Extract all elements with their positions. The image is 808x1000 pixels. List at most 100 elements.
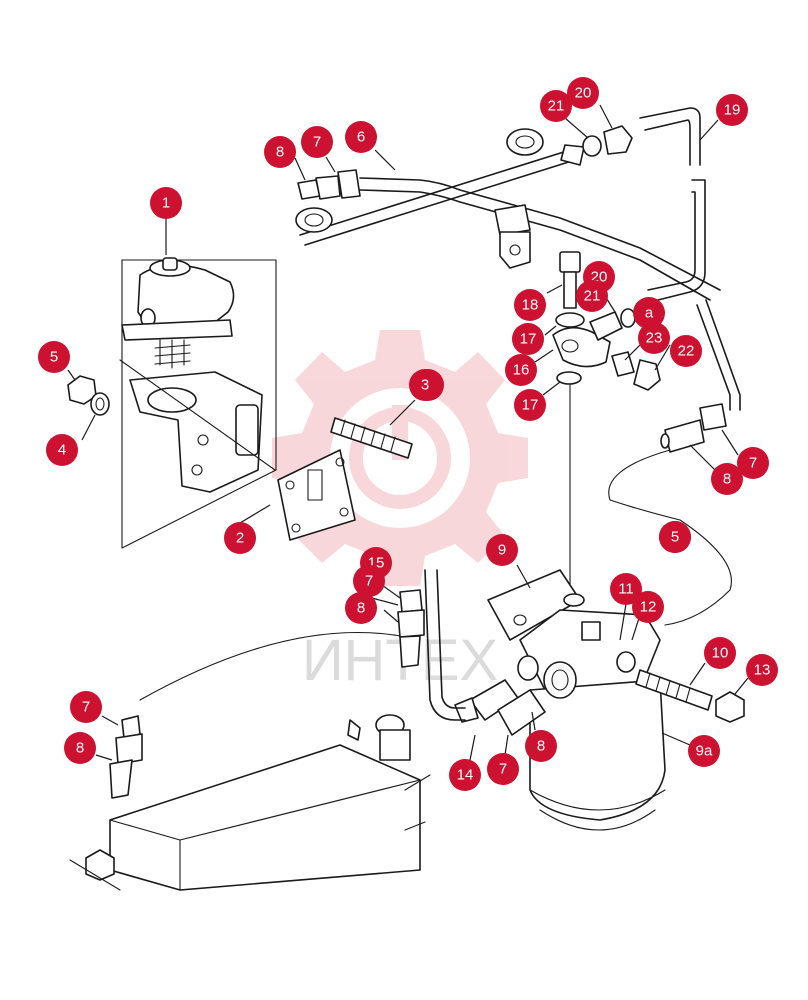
callout-a: a	[633, 297, 665, 329]
callout-label: 8	[723, 471, 731, 488]
callout-1: 1	[150, 187, 182, 219]
callout-label: 8	[276, 144, 284, 161]
callout-badge	[449, 759, 481, 791]
callout-badge	[150, 187, 182, 219]
callout-badge	[525, 730, 557, 762]
callout-label: 17	[522, 397, 539, 414]
callout-badge	[409, 369, 441, 401]
callout-label: 12	[640, 599, 657, 616]
callout-label: 7	[82, 699, 90, 716]
callout-7: 7	[353, 565, 385, 597]
return-pipe	[639, 107, 741, 411]
callout-label: 21	[548, 98, 565, 115]
callout-19: 19	[716, 94, 748, 126]
callout-6: 6	[345, 121, 377, 153]
callout-label: 10	[712, 645, 729, 662]
callout-23: 23	[638, 322, 670, 354]
callout-badge	[264, 136, 296, 168]
stud	[330, 417, 413, 459]
callouts: 12345678531920212021a1817161723227859157…	[38, 77, 778, 791]
callout-badge	[688, 735, 720, 767]
callout-label: 8	[76, 740, 84, 757]
callout-label: 2	[236, 530, 244, 547]
callout-badge	[746, 654, 778, 686]
callout-11: 11	[610, 573, 642, 605]
callout-badge	[670, 335, 702, 367]
connection-lines	[119, 359, 732, 626]
callout-label: 3	[421, 377, 429, 394]
callout-label: 21	[584, 288, 601, 305]
callout-label: 13	[754, 662, 771, 679]
callout-label: a	[645, 305, 654, 322]
callout-17: 17	[512, 323, 544, 355]
callout-label: 9a	[696, 743, 713, 760]
callout-label: 18	[522, 297, 539, 314]
callout-badge	[704, 637, 736, 669]
callout-9a: 9a	[688, 735, 720, 767]
callout-label: 6	[357, 129, 365, 146]
callout-label: 7	[365, 573, 373, 590]
fuel-pipes-top	[295, 128, 721, 301]
callout-21: 21	[540, 90, 572, 122]
callout-label: 5	[50, 349, 58, 366]
callout-badge	[486, 534, 518, 566]
callout-10: 10	[704, 637, 736, 669]
callout-badge	[540, 90, 572, 122]
callout-badge	[638, 322, 670, 354]
callout-8: 8	[345, 592, 377, 624]
callout-label: 1	[162, 195, 170, 212]
callout-badge	[70, 691, 102, 723]
callout-label: 14	[457, 767, 474, 784]
banjo-assembly	[552, 251, 661, 391]
callout-2: 2	[224, 522, 256, 554]
callout-badge	[46, 434, 78, 466]
filter-fittings	[454, 679, 546, 736]
callout-label: 5	[671, 529, 679, 546]
callout-16: 16	[505, 354, 537, 386]
callout-7: 7	[301, 126, 333, 158]
pipe-lower	[139, 569, 466, 721]
callout-21: 21	[576, 280, 608, 312]
callout-badge	[632, 591, 664, 623]
callout-9: 9	[486, 534, 518, 566]
callout-18: 18	[514, 289, 546, 321]
callout-14: 14	[449, 759, 481, 791]
callout-badge	[512, 323, 544, 355]
callout-8: 8	[525, 730, 557, 762]
callout-label: 9	[498, 542, 506, 559]
callout-label: 7	[749, 455, 757, 472]
callout-badge	[633, 297, 665, 329]
callout-label: 8	[537, 738, 545, 755]
callout-13: 13	[746, 654, 778, 686]
leader-lines	[67, 104, 749, 761]
bolt-nut-right	[635, 669, 745, 723]
callout-badge	[576, 280, 608, 312]
callout-5: 5	[38, 341, 70, 373]
callout-label: 23	[646, 330, 663, 347]
callout-badge	[659, 521, 691, 553]
callout-badge	[345, 592, 377, 624]
callout-badge	[716, 94, 748, 126]
union-top-right	[582, 125, 633, 157]
callout-7: 7	[487, 753, 519, 785]
callout-badge	[345, 121, 377, 153]
fuel-pump	[121, 257, 263, 493]
callout-8: 8	[64, 732, 96, 764]
callout-12: 12	[632, 591, 664, 623]
callout-badge	[711, 463, 743, 495]
callout-badge	[64, 732, 96, 764]
callout-badge	[737, 447, 769, 479]
callout-22: 22	[670, 335, 702, 367]
callout-badge	[514, 289, 546, 321]
callout-7: 7	[737, 447, 769, 479]
callout-label: 8	[357, 600, 365, 617]
callout-label: 19	[724, 102, 741, 119]
union-right	[660, 403, 727, 453]
callout-label: 4	[58, 442, 66, 459]
callout-badge	[567, 77, 599, 109]
callout-badge	[610, 573, 642, 605]
callout-5: 5	[659, 521, 691, 553]
callout-label: 7	[499, 761, 507, 778]
callout-label: 22	[678, 343, 695, 360]
union-nut-top	[297, 169, 361, 200]
